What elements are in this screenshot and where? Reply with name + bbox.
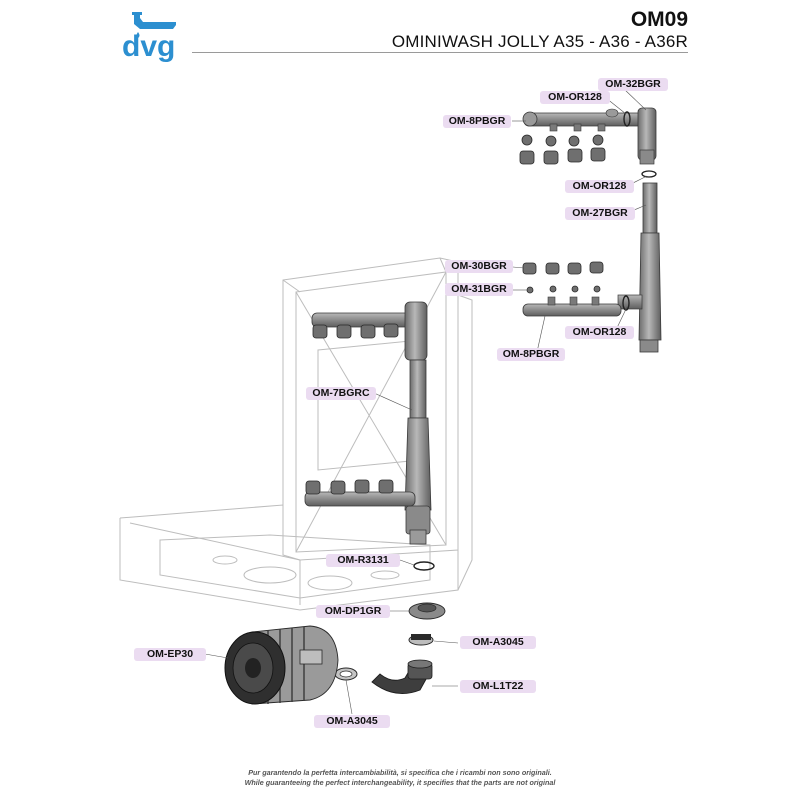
part-label-om-27bgr: OM-27BGR	[565, 207, 635, 220]
dvg-logo: dvg	[122, 12, 176, 62]
page-subtitle: OMINIWASH JOLLY A35 - A36 - A36R	[391, 32, 688, 51]
part-label-om-31bgr: OM-31BGR	[445, 283, 513, 296]
header: dvg OM09 OMINIWASH JOLLY A35 - A36 - A36…	[0, 0, 800, 70]
disclaimer-english: While guaranteeing the perfect interchan…	[244, 778, 556, 787]
elbow-hose-om-l1t22	[371, 659, 433, 695]
part-label-om-32bgr: OM-32BGR	[598, 78, 668, 91]
header-rule	[192, 52, 688, 53]
part-label-om-30bgr: OM-30BGR	[445, 260, 513, 273]
part-label-om-8pbgr-top: OM-8PBGR	[443, 115, 511, 128]
leader-lines	[204, 88, 648, 715]
part-label-om-l1t22: OM-L1T22	[460, 680, 536, 693]
drain-nut-om-dp1gr	[408, 602, 446, 620]
page-code: OM09	[630, 8, 688, 31]
part-label-om-r3131: OM-R3131	[326, 554, 400, 567]
part-label-om-or128-top: OM-OR128	[540, 91, 610, 104]
lower-spray-arm	[522, 295, 630, 317]
hose-clamp-upper	[408, 634, 434, 646]
part-label-om-or128-low: OM-OR128	[565, 326, 634, 339]
part-label-om-or128-mid: OM-OR128	[565, 180, 634, 193]
brand-text: dvg	[122, 30, 175, 62]
part-label-om-a3045-upper: OM-A3045	[460, 636, 536, 649]
wash-pump-om-ep30	[224, 625, 339, 705]
ring-om-r3131	[413, 561, 435, 571]
upper-spray-arm	[522, 107, 657, 165]
main-manifold	[304, 301, 432, 545]
disclaimer-italian: Pur garantendo la perfetta intercambiabi…	[248, 768, 552, 777]
vertical-feed-pipe-right	[617, 182, 662, 353]
part-label-om-7bgrc: OM-7BGRC	[306, 387, 376, 400]
part-label-om-a3045-lower: OM-A3045	[314, 715, 390, 728]
nozzle-set-top	[519, 134, 606, 165]
o-ring-om-or128-upper	[641, 170, 657, 178]
hose-clamp-lower	[334, 667, 358, 681]
footer-disclaimer: Pur garantendo la perfetta intercambiabi…	[0, 768, 800, 788]
nozzle-set-middle	[522, 261, 604, 294]
part-label-om-8pbgr-low: OM-8PBGR	[497, 348, 565, 361]
part-label-om-ep30: OM-EP30	[134, 648, 206, 661]
faucet-icon	[132, 12, 176, 38]
part-label-om-dp1gr: OM-DP1GR	[316, 605, 390, 618]
